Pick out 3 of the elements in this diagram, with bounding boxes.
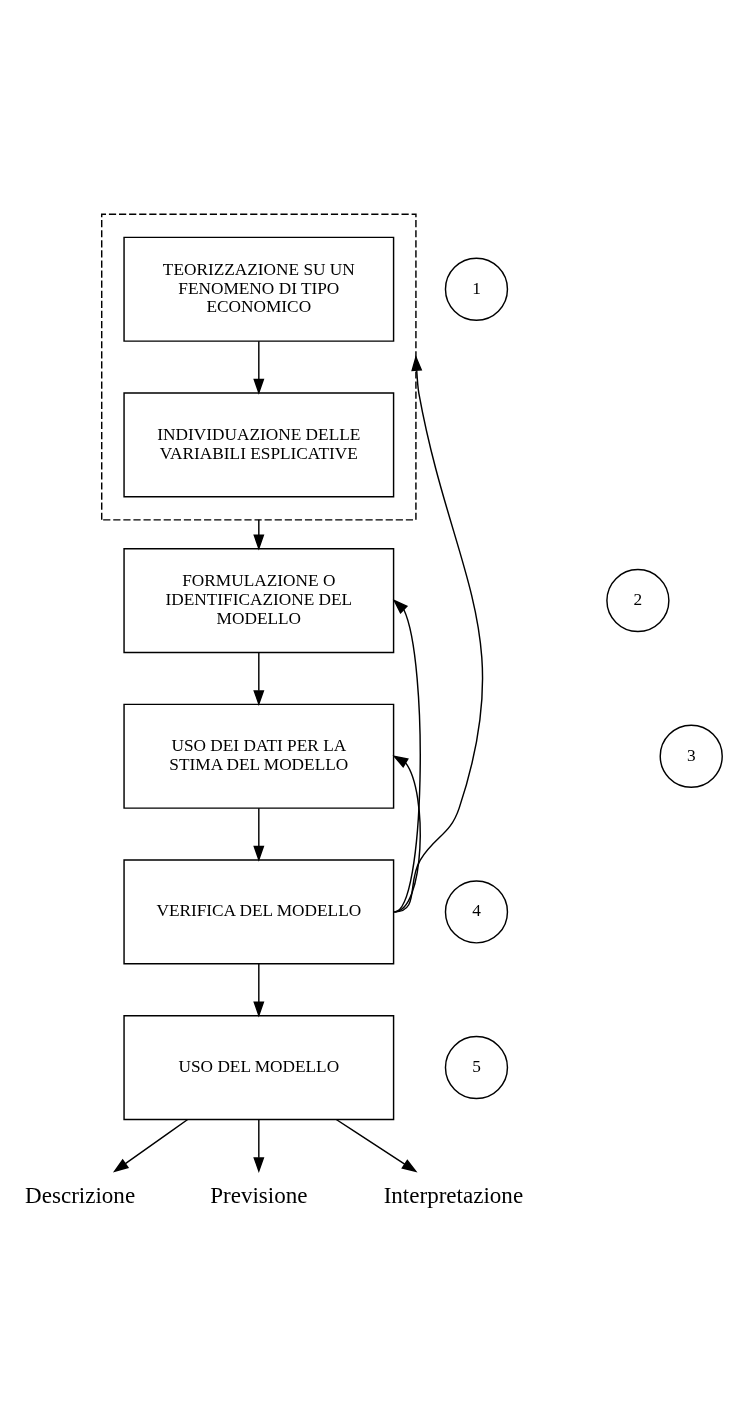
node-text: Previsione: [210, 1181, 308, 1208]
node-text: Interpretazione: [383, 1181, 524, 1208]
node-text: Descrizione: [25, 1181, 136, 1208]
